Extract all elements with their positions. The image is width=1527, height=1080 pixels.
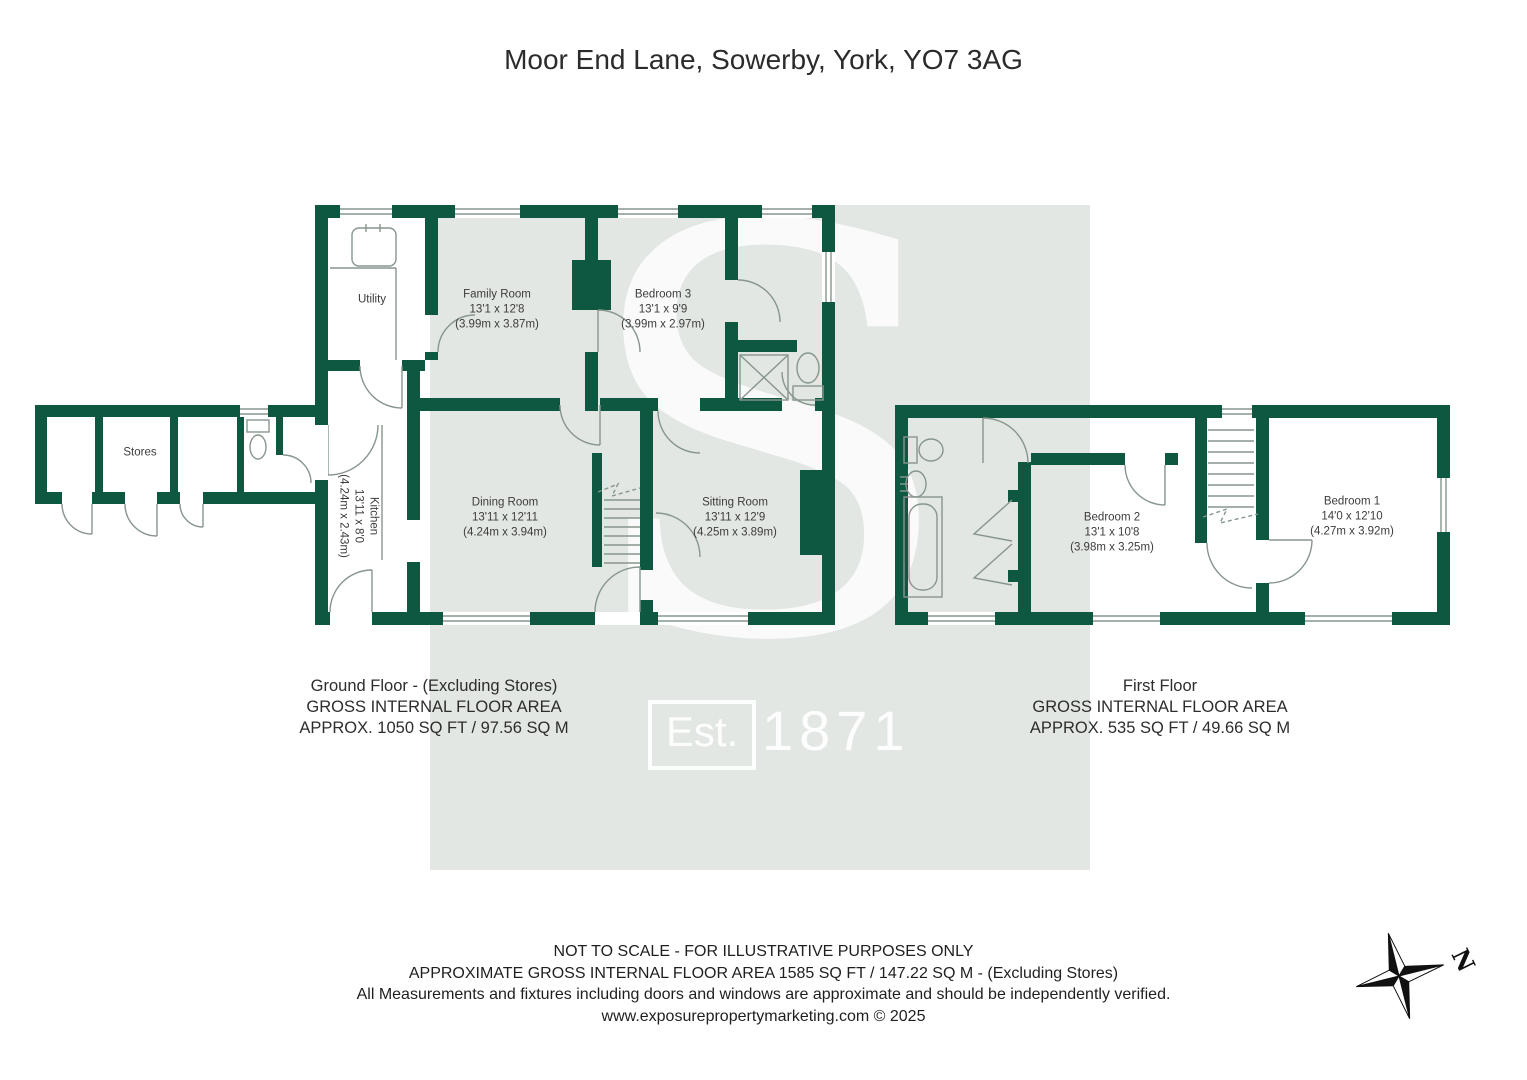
chimney-breast — [800, 470, 822, 555]
toilet-icon — [903, 436, 944, 464]
room-label-bedroom-2: Bedroom 2 13'1 x 10'8 (3.98m x 3.25m) — [1070, 511, 1154, 554]
ground-floor-caption: Ground Floor - (Excluding Stores) GROSS … — [299, 677, 569, 737]
footer-scale-note: NOT TO SCALE - FOR ILLUSTRATIVE PURPOSES… — [553, 943, 974, 960]
room-label-stores: Stores — [123, 446, 157, 459]
first-floor-bathroom — [900, 436, 944, 598]
stairs-icon — [1202, 429, 1259, 525]
door-arcs — [327, 279, 816, 625]
utility-fixtures — [330, 224, 397, 360]
room-label-utility: Utility — [357, 293, 387, 306]
room-label-bedroom-3: Bedroom 3 13'1 x 9'9 (3.99m x 2.97m) — [621, 288, 705, 331]
bath-icon — [903, 496, 943, 598]
footer-measurements-note: All Measurements and fixtures including … — [356, 986, 1171, 1003]
footer-area-note: APPROXIMATE GROSS INTERNAL FLOOR AREA 15… — [408, 964, 1119, 982]
ground-floor-plan — [35, 205, 835, 625]
stores-annex — [35, 405, 328, 537]
footer-website: www.exposurepropertymarketing.com © 2025 — [601, 1007, 926, 1025]
room-label-family-room: Family Room 13'1 x 12'8 (3.99m x 3.87m) — [455, 288, 539, 331]
toilet-icon — [792, 385, 824, 401]
first-floor-caption: First Floor GROSS INTERNAL FLOOR AREA AP… — [1029, 677, 1291, 737]
room-label-dining-room: Dining Room 13'11 x 12'11 (4.24m x 3.94m… — [463, 496, 547, 539]
disclaimer-footer: NOT TO SCALE - FOR ILLUSTRATIVE PURPOSES… — [0, 941, 1527, 1027]
watermark-est-box: Est. — [648, 700, 756, 770]
bifold-doors — [972, 499, 1013, 586]
first-floor-plan — [895, 405, 1450, 625]
watermark-year: 1871 — [762, 699, 911, 762]
door-arcs — [982, 417, 1313, 589]
chimney-breast — [572, 260, 611, 310]
room-label-sitting-room: Sitting Room 13'11 x 12'9 (4.25m x 3.89m… — [693, 496, 777, 539]
page-title: Moor End Lane, Sowerby, York, YO7 3AG — [504, 44, 1023, 75]
windows — [340, 205, 835, 625]
ground-bathroom — [739, 352, 824, 401]
stairs-icon — [597, 482, 641, 564]
toilet-icon — [246, 419, 270, 460]
room-label-bedroom-1: Bedroom 1 14'0 x 12'10 (4.27m x 3.92m) — [1310, 495, 1394, 538]
room-label-kitchen: Kitchen 13'11 x 8'0 (4.24m x 2.43m) — [337, 474, 380, 558]
shower-icon — [739, 354, 789, 401]
compass-icon: N — [1356, 933, 1481, 1019]
watermark-rect — [430, 205, 1090, 870]
windows — [928, 405, 1450, 625]
